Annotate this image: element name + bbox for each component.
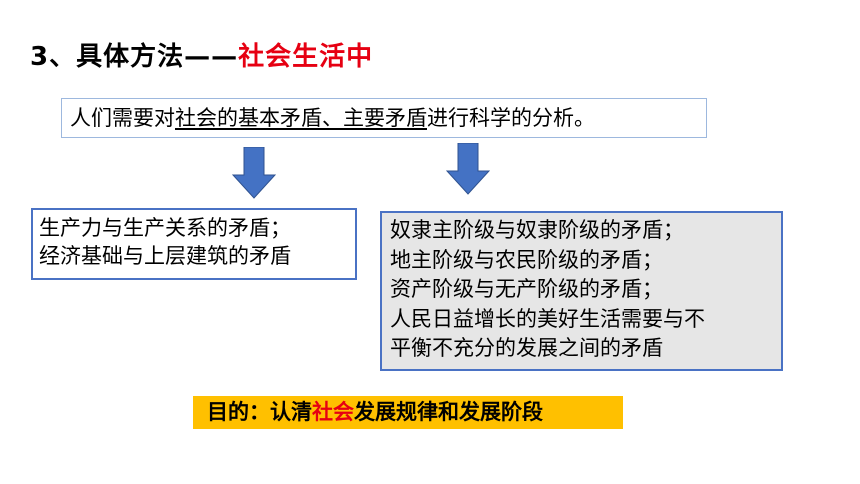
right-box-line: 平衡不充分的发展之间的矛盾	[390, 336, 663, 360]
statement-underlined: 社会的基本矛盾、主要矛盾	[175, 106, 427, 130]
left-box-line: 生产力与生产关系的矛盾；	[39, 216, 291, 240]
statement-box: 人们需要对社会的基本矛盾、主要矛盾进行科学的分析。	[61, 98, 707, 138]
statement-before: 人们需要对	[70, 106, 175, 130]
basic-contradictions-box: 生产力与生产关系的矛盾； 经济基础与上层建筑的矛盾	[31, 208, 357, 280]
arrow-down-right-icon	[446, 143, 490, 195]
left-box-line: 经济基础与上层建筑的矛盾	[39, 244, 291, 268]
right-box-line: 资产阶级与无产阶级的矛盾；	[390, 277, 663, 301]
purpose-prefix: 目的：认清	[207, 400, 312, 424]
right-box-line: 人民日益增长的美好生活需要与不	[390, 306, 705, 331]
right-box-line: 地主阶级与农民阶级的矛盾；	[390, 247, 663, 272]
purpose-suffix: 发展规律和发展阶段	[354, 400, 543, 424]
slide-title: 3、具体方法——社会生活中	[30, 36, 373, 73]
right-box-line: 奴隶主阶级与奴隶阶级的矛盾；	[390, 218, 684, 242]
title-prefix: 3、具体方法——	[30, 42, 239, 72]
purpose-banner: 目的：认清社会发展规律和发展阶段	[193, 396, 623, 429]
arrow-down-left-icon	[232, 147, 276, 199]
statement-after: 进行科学的分析。	[427, 106, 595, 130]
main-contradictions-box: 奴隶主阶级与奴隶阶级的矛盾； 地主阶级与农民阶级的矛盾； 资产阶级与无产阶级的矛…	[380, 211, 783, 371]
title-highlight: 社会生活中	[238, 42, 374, 72]
purpose-highlight: 社会	[312, 400, 354, 424]
